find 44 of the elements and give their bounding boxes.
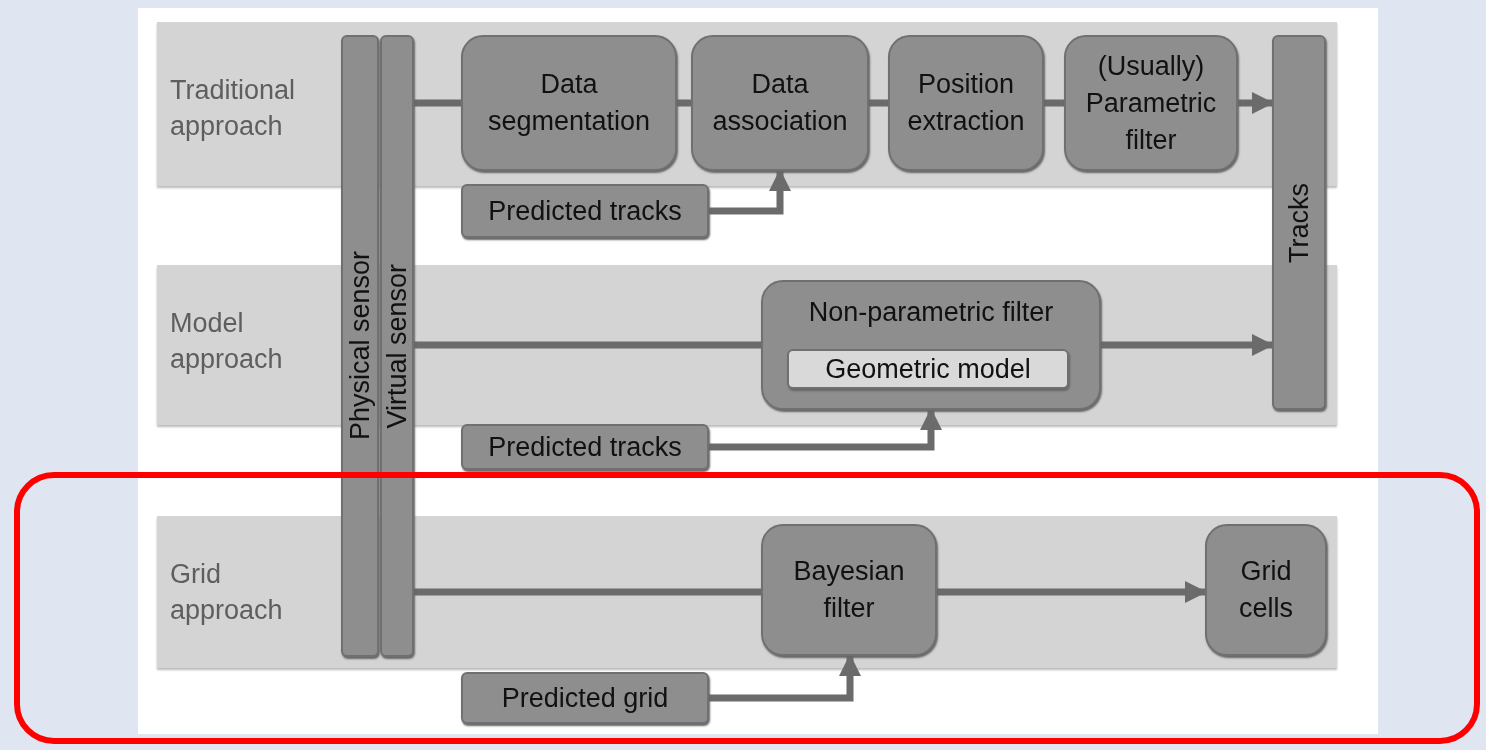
connector-line — [869, 99, 888, 107]
box-label: Position extraction — [906, 68, 1026, 138]
box-label: Data segmentation — [486, 68, 652, 138]
box-label: Predicted grid — [501, 681, 669, 715]
process-box — [761, 524, 937, 656]
box-label: Physical sensor — [343, 251, 376, 441]
vertical-bar — [380, 35, 414, 657]
process-box — [1205, 524, 1327, 656]
box-label: Geometric model — [825, 352, 1031, 386]
connector-line — [414, 99, 461, 107]
approach-band — [157, 516, 1337, 668]
box-label: Data association — [711, 68, 849, 138]
process-box — [761, 280, 1101, 410]
arrow — [1238, 92, 1274, 114]
arrow — [1101, 334, 1274, 356]
row-heading: Model approach — [170, 307, 284, 376]
row-heading: Grid approach — [170, 558, 284, 627]
process-box — [691, 35, 869, 171]
process-box — [461, 35, 677, 171]
input-box — [461, 672, 709, 724]
arrow — [709, 408, 942, 451]
process-box — [1064, 35, 1238, 171]
box-label: Predicted tracks — [488, 430, 682, 464]
arrow — [709, 654, 861, 702]
box-label: Bayesian filter — [792, 555, 906, 625]
input-box — [461, 184, 709, 238]
box-label: (Usually) Parametric filter — [1084, 49, 1218, 157]
connector-line — [1044, 99, 1064, 107]
box-label: Virtual sensor — [380, 263, 413, 429]
box-label: Tracks — [1282, 182, 1315, 263]
box-label: Non-parametric filter — [807, 296, 1055, 329]
vertical-bar — [341, 35, 379, 657]
connector-line — [414, 341, 761, 349]
model-box — [787, 349, 1069, 389]
input-box — [461, 424, 709, 470]
connector-line — [677, 99, 691, 107]
vertical-bar — [1272, 35, 1326, 410]
arrow — [937, 581, 1207, 603]
arrow — [709, 169, 791, 215]
process-box — [888, 35, 1044, 171]
row-heading: Traditional approach — [170, 74, 297, 143]
box-label: Predicted tracks — [488, 194, 682, 228]
connector-line — [414, 588, 761, 596]
box-label: Grid cells — [1238, 555, 1294, 625]
